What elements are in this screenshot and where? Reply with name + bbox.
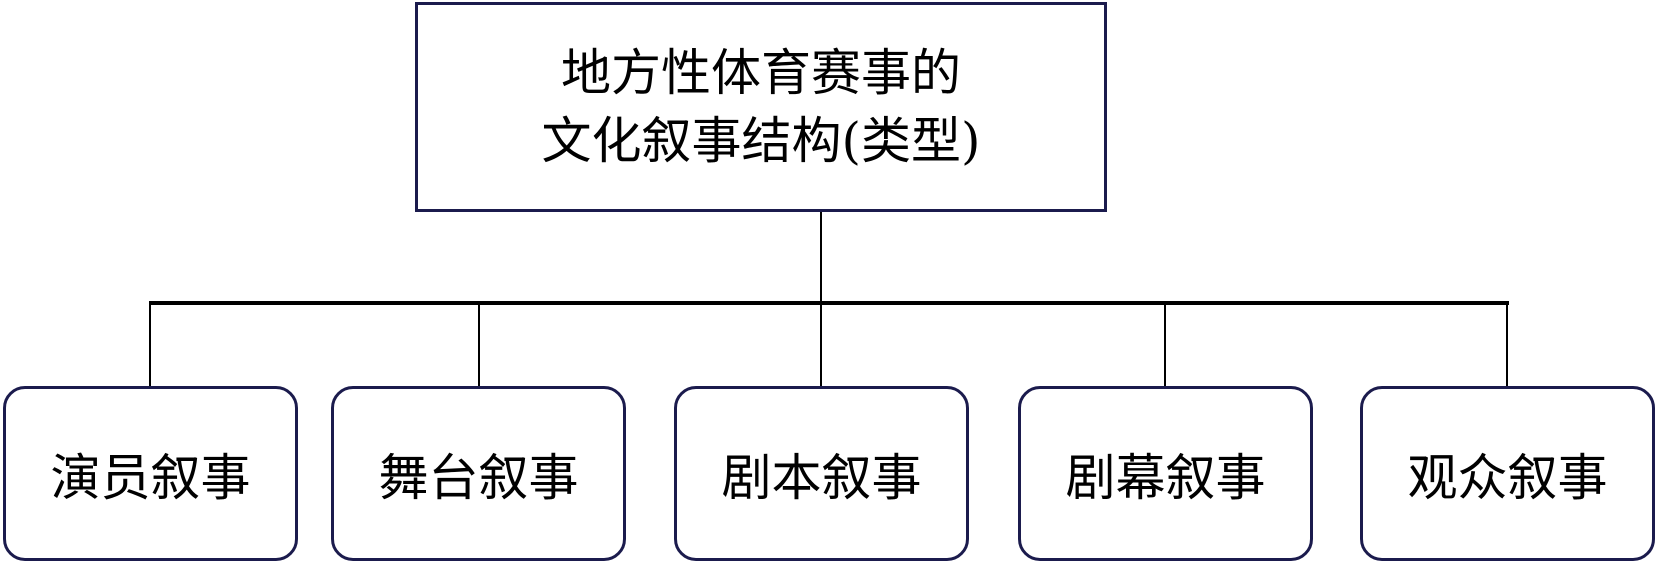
- connector-child-4: [1164, 303, 1166, 387]
- child-node-script: 剧本叙事: [674, 386, 969, 561]
- root-title-line2: 文化叙事结构(类型): [541, 112, 981, 170]
- child-label: 演员叙事: [50, 448, 251, 507]
- child-label: 剧幕叙事: [1065, 448, 1266, 507]
- connector-child-3: [820, 303, 822, 387]
- connector-child-5: [1506, 303, 1508, 387]
- connector-root-down: [820, 212, 822, 304]
- connector-child-1: [149, 303, 151, 387]
- root-node: 地方性体育赛事的 文化叙事结构(类型): [415, 2, 1107, 212]
- child-node-audience: 观众叙事: [1360, 386, 1655, 561]
- child-label: 剧本叙事: [721, 448, 922, 507]
- child-node-act: 剧幕叙事: [1018, 386, 1313, 561]
- root-title-line1: 地方性体育赛事的: [560, 44, 961, 102]
- child-label: 观众叙事: [1407, 448, 1608, 507]
- child-label: 舞台叙事: [378, 448, 579, 507]
- child-node-actor: 演员叙事: [3, 386, 298, 561]
- connector-horizontal: [149, 301, 1509, 305]
- connector-child-2: [478, 303, 480, 387]
- child-node-stage: 舞台叙事: [331, 386, 626, 561]
